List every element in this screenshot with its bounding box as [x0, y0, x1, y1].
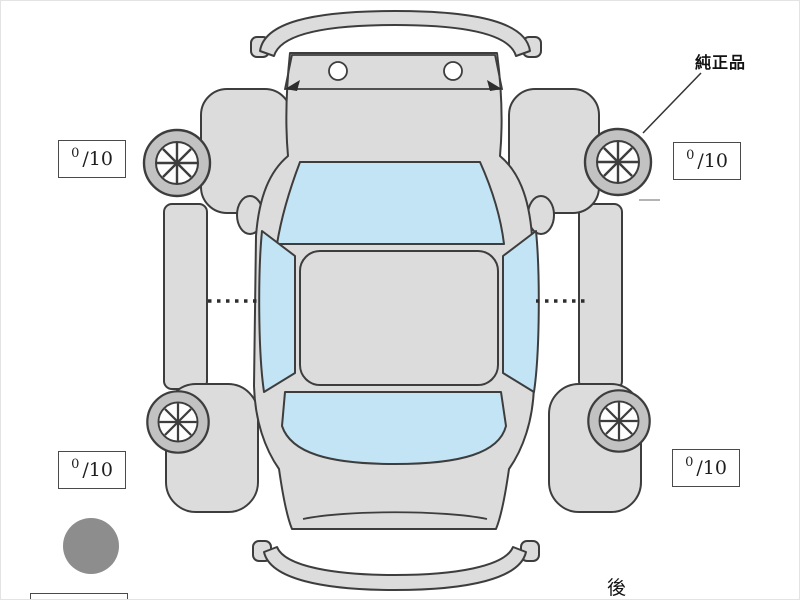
tread-score-denominator: /10	[82, 147, 113, 170]
left-washer-circle	[328, 61, 348, 81]
tread-score-value: 0	[71, 145, 80, 161]
windshield-glass	[276, 161, 505, 245]
genuine-part-label: 純正品	[695, 53, 747, 72]
tread-score-denominator: /10	[82, 458, 113, 481]
rear-bumper	[263, 546, 527, 591]
right-washer-circle	[443, 61, 463, 81]
left-side-sill	[163, 203, 208, 390]
clipped-score-box	[30, 593, 128, 599]
tread-score-value: 0	[685, 454, 694, 470]
right-side-sill	[578, 203, 623, 390]
rear-left-wheel-icon	[146, 390, 210, 454]
genuine-part-pointer-line	[642, 72, 702, 134]
tread-score-value: 0	[686, 147, 695, 163]
left-side-window-glass	[258, 230, 296, 393]
front-right-wheel-icon	[583, 127, 653, 197]
tread-score-value: 0	[71, 456, 80, 472]
rear-right-wheel-icon	[587, 389, 651, 453]
tread-score-box-front-left: 0 /10	[58, 140, 126, 178]
tread-score-denominator: /10	[696, 456, 727, 479]
tread-score-denominator: /10	[697, 149, 728, 172]
roof-panel	[299, 250, 499, 386]
right-hood-mark	[487, 80, 502, 91]
tread-score-box-rear-right: 0 /10	[672, 449, 740, 487]
tread-score-box-front-right: 0 /10	[673, 142, 741, 180]
trunk-line	[302, 511, 488, 520]
front-left-wheel-icon	[142, 128, 212, 198]
tread-score-box-rear-left: 0 /10	[58, 451, 126, 489]
right-side-window-glass	[502, 230, 540, 393]
front-bumper	[259, 10, 531, 57]
rear-label: 後	[607, 577, 627, 599]
left-hood-mark	[285, 80, 300, 91]
gray-circle-marker	[63, 518, 119, 574]
rear-window-glass	[281, 391, 507, 465]
